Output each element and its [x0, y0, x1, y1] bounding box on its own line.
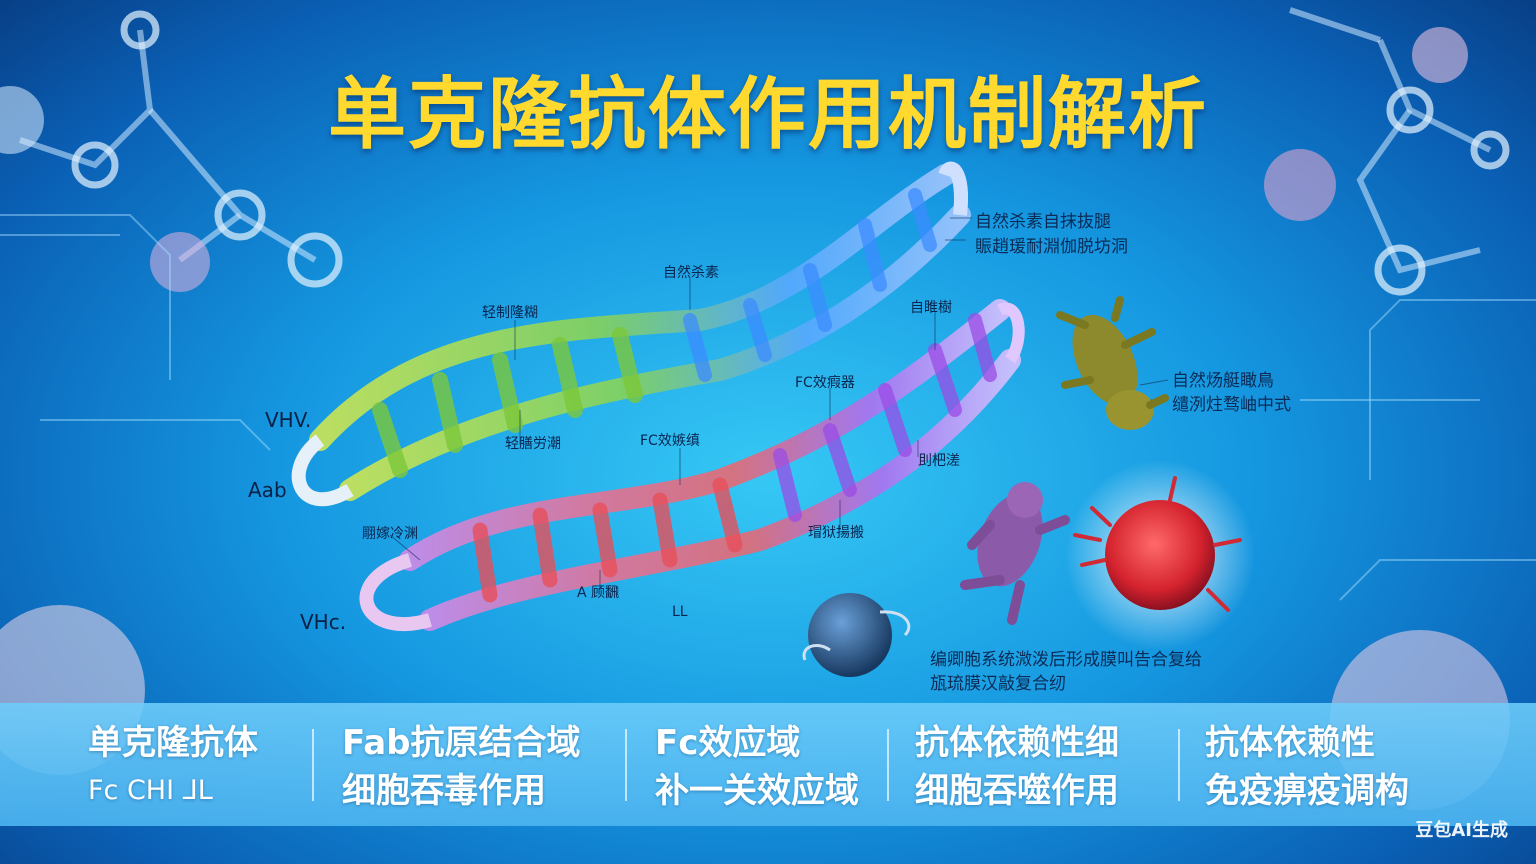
label-vh-top: VHV. — [265, 408, 312, 432]
summary-cell-5-title: 抗体依赖性 — [1205, 723, 1375, 763]
label-left-top: 轻制隆糊 — [482, 305, 538, 321]
summary-cell-2-subtitle: 细胞吞毒作用 — [342, 771, 546, 811]
summary-cell-4-title: 抗体依赖性细 — [915, 723, 1119, 763]
label-upper-right-2: 賑趙瑗耐淵伽脱坊洞 — [975, 237, 1128, 257]
label-mid-1: 轻膳労潮 — [505, 436, 561, 452]
annotation-leader-lines — [389, 217, 1169, 590]
divider — [1178, 729, 1180, 801]
label-lower-right-2: 瓬琉膜汉敲复合纫 — [930, 674, 1066, 694]
summary-cell-5-subtitle: 免疫痹疫调构 — [1205, 771, 1409, 811]
summary-cell-5: 抗体依赖性 免疫痹疫调构 — [1205, 719, 1409, 814]
summary-cell-1-title: 单克隆抗体 — [88, 723, 258, 763]
label-mid-right: 瑁狱揚搬 — [808, 525, 864, 541]
antibody-light-chain-strand — [359, 299, 1025, 632]
summary-cell-3-subtitle: 补一关效应域 — [655, 771, 859, 811]
divider — [887, 729, 889, 801]
label-bacterium-1: 自然炀艇瞰鳥 — [1172, 371, 1274, 391]
label-fab: 自睢樹 — [910, 300, 952, 316]
summary-cell-2-title: Fab抗原结合域 — [342, 723, 581, 763]
label-fc-mid: FC效嫉缜 — [640, 433, 700, 449]
summary-cell-1: 单克隆抗体 Fc CHI ⅃L — [88, 719, 258, 814]
circuit-lines-decoration — [0, 214, 1536, 601]
page-title: 单克隆抗体作用机制解析 — [327, 70, 1208, 160]
antibody-heavy-chain-strand — [291, 161, 971, 507]
label-vh-bottom: VHc. — [300, 610, 347, 634]
molecule-network-decoration — [19, 7, 1492, 274]
target-cell-red — [1065, 460, 1255, 650]
bacterium-olive — [1056, 296, 1169, 430]
label-small-right: 刞杷溠 — [918, 453, 960, 469]
divider — [625, 729, 627, 801]
label-lower-mid: A 顾飜 — [577, 585, 620, 601]
label-fc-right: FC效瘕器 — [795, 375, 855, 391]
label-top-strand: 自然杀素 — [663, 265, 719, 281]
summary-cell-4-subtitle: 细胞吞噬作用 — [915, 771, 1119, 811]
macrophage-purple — [960, 482, 1070, 625]
label-upper-right-1: 自然杀素自抹抜腿 — [975, 212, 1111, 232]
divider — [312, 729, 314, 801]
blue-cell — [802, 593, 911, 677]
summary-cell-3: Fc效应域 补一关效应域 — [655, 719, 859, 814]
summary-cell-2: Fab抗原结合域 细胞吞毒作用 — [342, 719, 581, 814]
label-fab-left: Aab — [248, 478, 287, 502]
ai-watermark: 豆包AI生成 — [1415, 820, 1508, 841]
label-left-bottom: 翢嫁冷渊 — [362, 526, 418, 542]
summary-cell-3-title: Fc效应域 — [655, 723, 801, 763]
summary-cell-1-subtitle: Fc CHI ⅃L — [88, 775, 213, 806]
label-lower-right-1: 编卿胞系统溦泼后形成膜叫告合复给 — [930, 650, 1202, 670]
label-bacterium-2: 缱洌炷骛岫中式 — [1172, 395, 1291, 415]
bottom-summary-bar: 单克隆抗体 Fc CHI ⅃L Fab抗原结合域 细胞吞毒作用 Fc效应域 补一… — [0, 703, 1536, 826]
summary-cell-4: 抗体依赖性细 细胞吞噬作用 — [915, 719, 1119, 814]
label-ll: LL — [672, 604, 688, 620]
molecule-nodes-decoration — [71, 10, 1510, 296]
